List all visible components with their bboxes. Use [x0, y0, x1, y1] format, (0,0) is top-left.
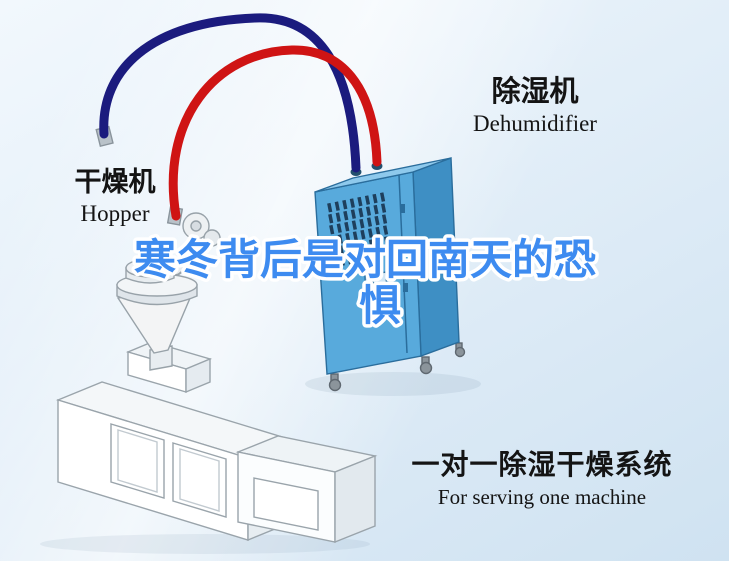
system-caption-zh: 一对一除湿干燥系统 [411, 448, 673, 481]
dehumidifier-label-zh: 除湿机 [491, 74, 579, 108]
hopper-dryer-illustration [95, 125, 221, 371]
dehumidifier-cabinet-illustration [314, 157, 466, 392]
blue-hose [99, 13, 361, 173]
system-caption-en: For serving one machine [437, 484, 647, 509]
overlay-title-line1: 寒冬背后是对回南天的恐 [134, 235, 596, 284]
door-and-controls [364, 174, 408, 354]
dryer-label: 干燥机 Hopper [30, 168, 200, 226]
hoses [99, 13, 382, 221]
blower-unit [170, 212, 221, 276]
dehumidifier-label: 除湿机 Dehumidifier [440, 74, 630, 136]
overlay-title: 寒冬背后是对回南天的恐 惧 [130, 232, 599, 334]
caster-wheels [328, 342, 466, 392]
dehumidifier-label-en: Dehumidifier [473, 110, 597, 136]
extruder-machine-illustration [55, 341, 378, 544]
dryer-label-zh: 干燥机 [74, 167, 156, 198]
red-hose [168, 45, 382, 221]
ground-shadows [40, 372, 481, 554]
vent-grid [327, 191, 394, 268]
dryer-label-en: Hopper [80, 200, 150, 226]
overlay-title-line2: 惧 [359, 281, 401, 330]
machine-access-panels [110, 423, 319, 531]
system-caption: 一对一除湿干燥系统 For serving one machine [396, 448, 688, 509]
